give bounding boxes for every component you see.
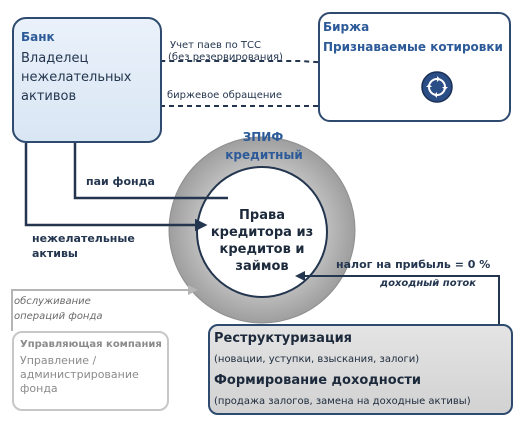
bad-assets-arrow (24, 143, 208, 232)
creditor-rights-line2: кредитора из (210, 225, 314, 240)
cycle-icon (421, 71, 453, 103)
bank-box (12, 17, 162, 143)
bad-assets-label-line2: активы (32, 247, 78, 260)
profit-tax-label: налог на прибыль = 0 % (336, 258, 491, 271)
creditor-rights-line4: займов (235, 259, 289, 274)
income-formation-title: Формирование доходности (214, 373, 422, 388)
exchange-quotes: Признаваемые котировки (323, 40, 503, 54)
management-company-title: Управляющая компания (20, 339, 162, 350)
creditor-rights: Права кредитора из кредитов и займов (198, 207, 326, 275)
bank-description: Владелец нежелательных активов (21, 51, 132, 104)
service-label: обслуживание операций фонда (14, 294, 103, 324)
creditor-rights-line1: Права (239, 208, 285, 223)
service-label-line1: обслуживание (14, 296, 91, 307)
exchange-trading-label: биржевое обращение (167, 90, 283, 101)
exchange-box (318, 12, 511, 122)
management-company-box (12, 331, 169, 411)
fund-core (196, 166, 328, 298)
accounting-label-line2: (без резервирования) (168, 52, 283, 63)
fund-title: ЗПИФ (242, 130, 284, 144)
fund-units-label: паи фонда (86, 175, 155, 188)
income-flow-label: доходный поток (380, 278, 477, 289)
creditor-rights-line3: кредитов и (219, 242, 305, 257)
service-arrow (11, 285, 198, 331)
exchange-title: Биржа (323, 20, 370, 34)
restructuring-subtitle: (новации, уступки, взыскания, залоги) (214, 354, 420, 365)
restructuring-title: Реструктуризация (214, 331, 353, 346)
fund-subtitle: кредитный (225, 148, 303, 162)
service-label-line2: операций фонда (14, 311, 103, 322)
bank-title: Банк (21, 30, 55, 44)
restructuring-box (208, 324, 513, 415)
management-company-description: Управление / администрирование фонда (20, 354, 139, 395)
accounting-label-line1: Учет паев по ТСС (170, 40, 261, 51)
bad-assets-label-line1: нежелательные (32, 232, 135, 245)
income-formation-subtitle: (продажа залогов, замена на доходные акт… (214, 396, 471, 407)
